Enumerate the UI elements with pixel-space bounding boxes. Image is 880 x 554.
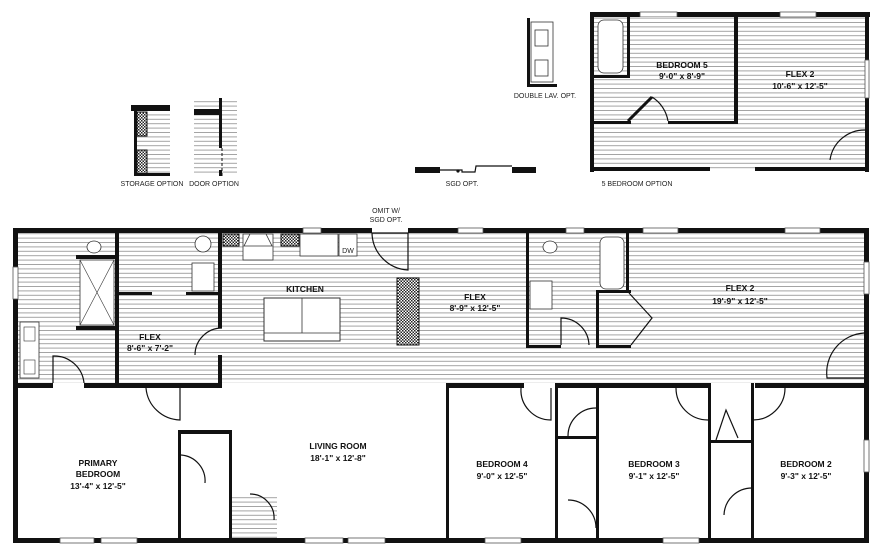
toilet-icon: [86, 240, 102, 254]
bedroom2-size: 9'-3" x 12'-5": [781, 471, 832, 481]
sgd-option-label: SGD OPT.: [446, 181, 479, 188]
double-lav-label: DOUBLE LAV. OPT.: [514, 93, 576, 100]
storage-option: STORAGE OPTION: [121, 105, 184, 188]
bedroom3-name: BEDROOM 3: [628, 459, 680, 469]
storage-option-label: STORAGE OPTION: [121, 181, 184, 188]
omit-note-line2: SGD OPT.: [370, 217, 403, 224]
living-size: 18'-1" x 12'-8": [310, 453, 366, 463]
flex-small-size: 8'-6" x 7'-2": [127, 343, 173, 353]
bedroom5-name: BEDROOM 5: [656, 60, 708, 70]
flex-name: FLEX: [464, 292, 486, 302]
bedroom4-size: 9'-0" x 12'-5": [477, 471, 528, 481]
dishwasher-icon: [338, 233, 358, 257]
flex-size: 8'-9" x 12'-5": [450, 303, 501, 313]
dishwasher-label: DW: [342, 248, 354, 255]
bedroom2-name: BEDROOM 2: [780, 459, 832, 469]
flex-small-name: FLEX: [139, 332, 161, 342]
door-option-label: DOOR OPTION: [189, 181, 239, 188]
toilet-icon: [542, 240, 558, 254]
bar-counter: [396, 277, 420, 346]
bedroom3-size: 9'-1" x 12'-5": [629, 471, 680, 481]
main-plan: OMIT W/ SGD OPT. FLEX 8'-6" x 7'-2": [12, 208, 870, 544]
bedroom5-size: 9'-0" x 8'-9": [659, 71, 705, 81]
sgd-option: SGD OPT.: [415, 165, 536, 188]
omit-note-line1: OMIT W/: [372, 208, 400, 215]
bathtub-icon: [599, 236, 625, 290]
primary-name-2: BEDROOM: [76, 469, 120, 479]
living-name: LIVING ROOM: [309, 441, 366, 451]
sink-icon: [534, 59, 549, 77]
flex2-size: 19'-9" x 12'-5": [712, 296, 768, 306]
flex2-name: FLEX 2: [726, 283, 755, 293]
dryer-icon: [191, 262, 215, 292]
five-bedroom-label: 5 BEDROOM OPTION: [602, 181, 673, 188]
kitchen-sink-icon: [299, 233, 339, 257]
primary-size: 13'-4" x 12'-5": [70, 481, 126, 491]
sink-icon: [534, 29, 549, 47]
flex2-alt-size: 10'-6" x 12'-5": [772, 81, 828, 91]
water-heater-icon: [194, 235, 212, 253]
bedroom4-name: BEDROOM 4: [476, 459, 528, 469]
double-lav-option: DOUBLE LAV. OPT.: [514, 18, 576, 100]
range-hood-icon: [243, 233, 273, 247]
flex2-alt-name: FLEX 2: [786, 69, 815, 79]
door-option: DOOR OPTION: [189, 98, 239, 188]
five-bedroom-option: BEDROOM 5 9'-0" x 8'-9" FLEX 2 10'-6" x …: [590, 11, 870, 188]
bathtub-icon: [597, 19, 624, 74]
stairs: [232, 494, 277, 539]
kitchen-label: KITCHEN: [286, 284, 324, 294]
vanity-icon: [529, 280, 553, 310]
primary-name-1: PRIMARY: [79, 458, 118, 468]
